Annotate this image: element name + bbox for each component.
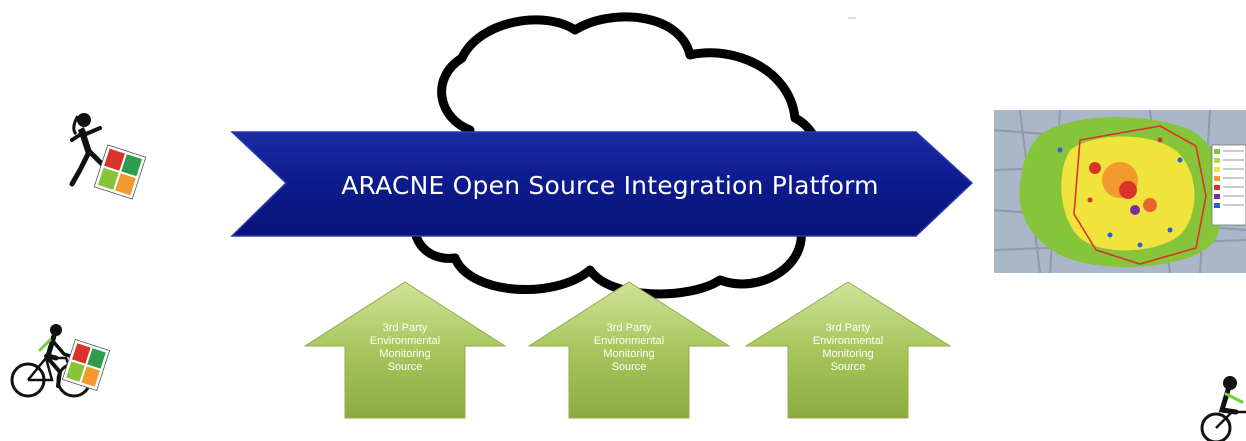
platform-banner: [230, 131, 974, 237]
source-arrow-1: [303, 281, 507, 419]
source-label-line: 3rd Party: [606, 322, 652, 334]
cyclist-silhouette-icon-right: [1200, 376, 1246, 441]
source-label-line: Source: [611, 361, 647, 373]
source-arrow-3: [744, 281, 952, 419]
source-label-line: Environmental: [812, 335, 884, 347]
pollution-map-image: [993, 109, 1246, 274]
source-label-1: 3rd Party Environmental Monitoring Sourc…: [345, 322, 465, 374]
source-label-2: 3rd Party Environmental Monitoring Sourc…: [569, 322, 689, 374]
cyclist-silhouette-icon: [10, 324, 111, 398]
source-label-line: Monitoring: [603, 348, 655, 360]
source-label-line: Environmental: [369, 335, 441, 347]
source-arrow-2: [527, 281, 731, 419]
platform-title: ARACNE Open Source Integration Platform: [341, 171, 879, 200]
source-label-line: Monitoring: [379, 348, 431, 360]
source-label-line: Environmental: [593, 335, 665, 347]
source-label-3: 3rd Party Environmental Monitoring Sourc…: [788, 322, 908, 374]
source-label-line: 3rd Party: [382, 322, 428, 334]
runner-silhouette-icon: [69, 113, 147, 200]
source-label-line: Source: [830, 361, 866, 373]
source-label-line: Monitoring: [822, 348, 874, 360]
source-label-line: 3rd Party: [825, 322, 871, 334]
source-label-line: Source: [387, 361, 423, 373]
